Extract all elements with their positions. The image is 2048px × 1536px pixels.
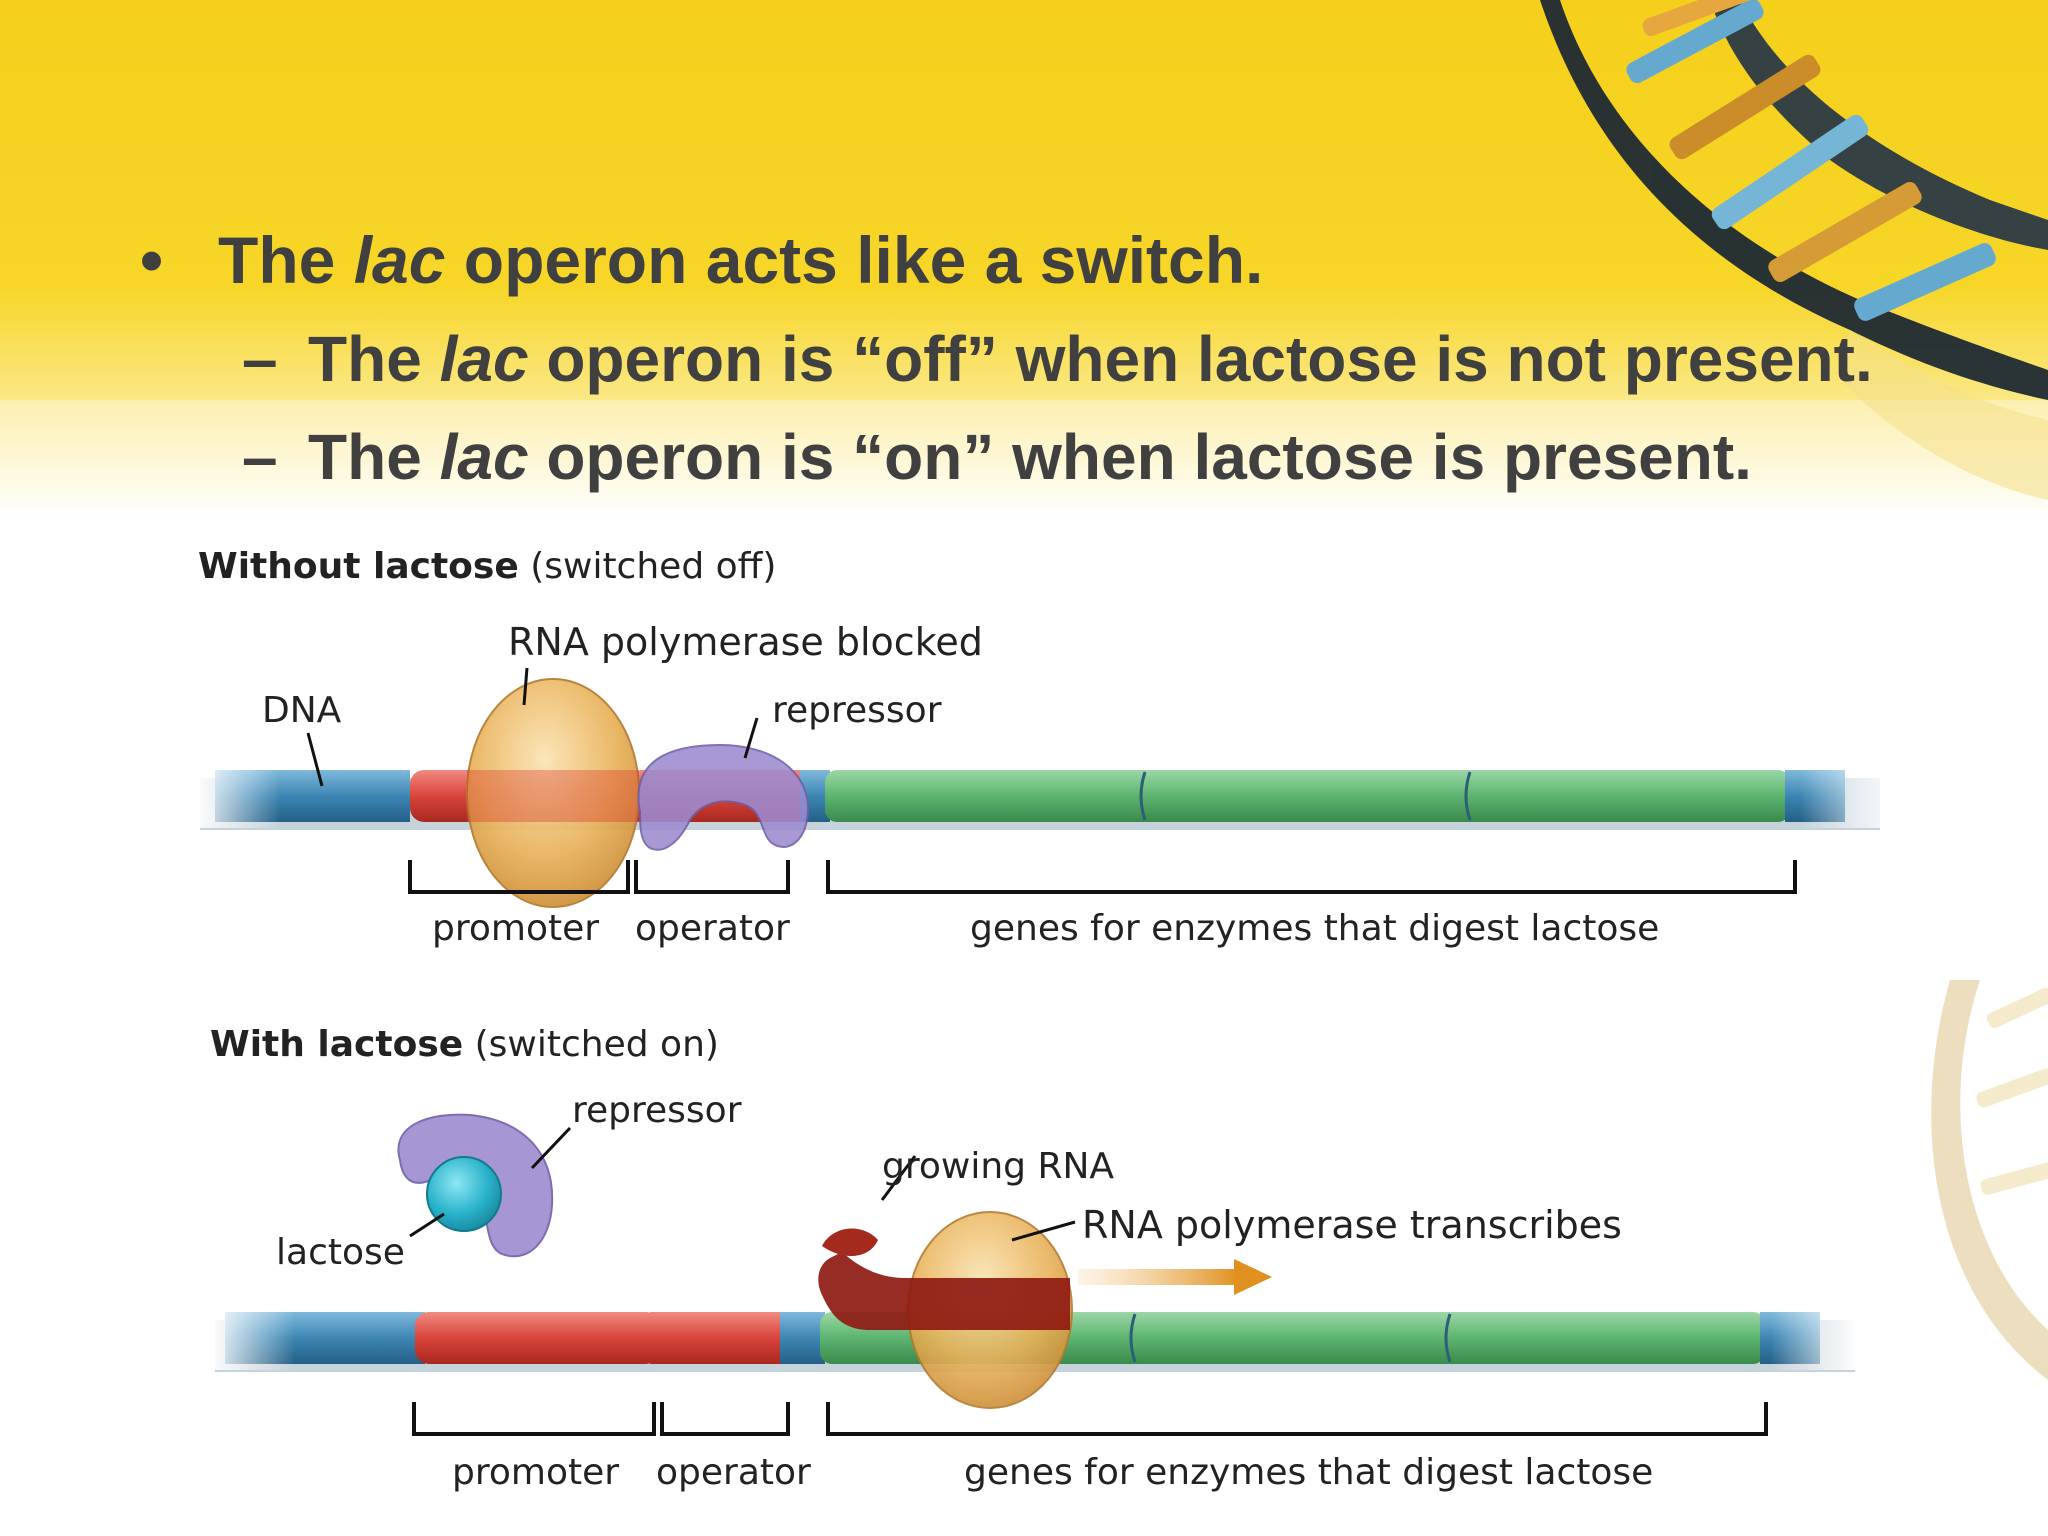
- sub-marker: –: [242, 421, 278, 493]
- transcription-arrow-shaft: [1078, 1269, 1238, 1285]
- operator-on-segment: [650, 1312, 785, 1364]
- genes-bracket: [826, 860, 1797, 894]
- repressor-bound: [637, 743, 810, 851]
- lactose-leader-line: [409, 1212, 445, 1238]
- panel-off-title: Without lactose (switched off): [198, 546, 776, 587]
- bullet-1-post: operon acts like a switch.: [445, 223, 1264, 297]
- dna-helix-decoration: [1540, 0, 2048, 500]
- bullet-2-post: operon is “off” when lactose is not pres…: [528, 323, 1873, 395]
- bullet-marker: •: [140, 223, 164, 297]
- operator-bracket: [634, 860, 790, 894]
- label-promoter-off: promoter: [432, 908, 599, 949]
- panel-off-title-rest: (switched off): [519, 546, 777, 587]
- dna-strand-off: [190, 764, 1900, 830]
- dna-leader-line: [306, 732, 324, 787]
- label-polymerase-transcribes: RNA polymerase transcribes: [1082, 1203, 1622, 1247]
- label-genes-on: genes for enzymes that digest lactose: [964, 1452, 1653, 1493]
- repressor-leader-line: [743, 717, 759, 759]
- lactose-molecule: [426, 1156, 502, 1232]
- label-promoter-on: promoter: [452, 1452, 619, 1493]
- bullet-2: –The lac operon is “off” when lactose is…: [242, 322, 1873, 396]
- bullet-list: •The lac operon acts like a switch. –The…: [0, 0, 2048, 520]
- label-repressor-off: repressor: [772, 690, 942, 731]
- bullet-1-pre: The: [218, 223, 354, 297]
- bullet-1: • The lac operon acts like a switch.: [140, 222, 1263, 298]
- bullet-2-italic: lac: [439, 323, 529, 395]
- promoter-on-bracket: [412, 1402, 656, 1436]
- label-genes-off: genes for enzymes that digest lactose: [970, 908, 1659, 949]
- label-operator-on: operator: [656, 1452, 811, 1493]
- promoter-bracket: [408, 860, 630, 894]
- bullet-3-pre: The: [308, 421, 440, 493]
- transcription-arrow-head: [1234, 1259, 1272, 1295]
- dna-helix-faint-decoration: [1931, 980, 2048, 1380]
- sub-marker: –: [242, 323, 278, 395]
- polymerase-leader-line: [522, 667, 529, 706]
- label-lactose: lactose: [276, 1232, 405, 1273]
- repressor-on-leader-line: [530, 1126, 572, 1170]
- panel-on-title-bold: With lactose: [210, 1024, 463, 1065]
- panel-on-title-rest: (switched on): [463, 1024, 719, 1065]
- polymerase-on-leader-line: [1011, 1220, 1076, 1242]
- label-dna: DNA: [262, 690, 342, 731]
- genes-segment: [825, 770, 1790, 822]
- panel-with-lactose: With lactose (switched on) repressor lac…: [205, 1024, 1860, 1493]
- growing-rna-end: [822, 1228, 878, 1257]
- panel-off-title-bold: Without lactose: [198, 546, 519, 587]
- panel-without-lactose: Without lactose (switched off) DNA RNA p…: [190, 546, 1900, 949]
- dna-on-segment-mid: [780, 1312, 825, 1364]
- panel-on-title: With lactose (switched on): [210, 1024, 719, 1065]
- operator-on-bracket: [660, 1402, 790, 1436]
- bullet-3-post: operon is “on” when lactose is present.: [528, 421, 1752, 493]
- growing-rna: [818, 1252, 1070, 1330]
- rna-leader-line: [880, 1155, 917, 1201]
- bullet-3: –The lac operon is “on” when lactose is …: [242, 420, 1752, 494]
- label-growing-rna: growing RNA: [882, 1146, 1114, 1187]
- bullet-2-pre: The: [308, 323, 440, 395]
- bullet-1-italic: lac: [353, 223, 446, 297]
- genes-on-bracket: [826, 1402, 1768, 1436]
- label-repressor-on: repressor: [572, 1090, 742, 1131]
- label-operator-off: operator: [635, 908, 790, 949]
- bullet-3-italic: lac: [439, 421, 529, 493]
- label-polymerase-blocked: RNA polymerase blocked: [508, 620, 983, 664]
- promoter-on-segment: [415, 1312, 660, 1364]
